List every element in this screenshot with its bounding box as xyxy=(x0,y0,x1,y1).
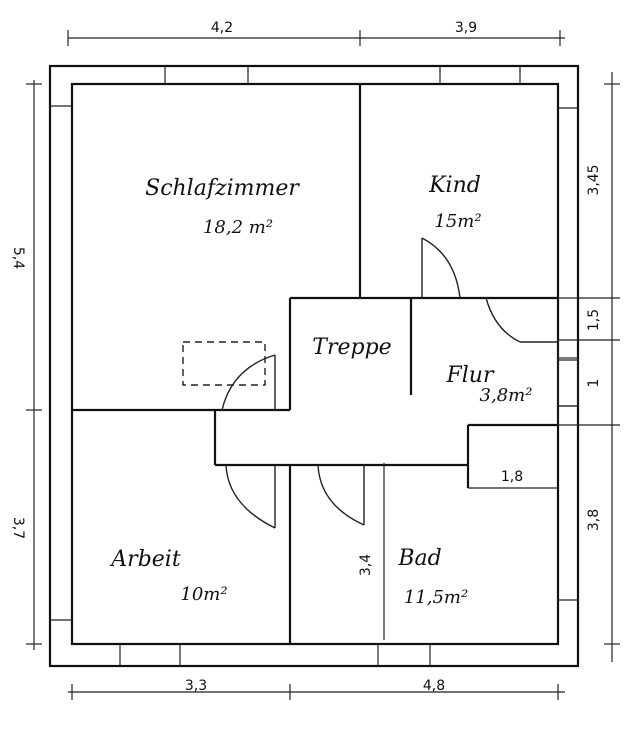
room-flur-area: 3,8m² xyxy=(480,385,533,406)
room-kind-area: 15m² xyxy=(434,211,481,232)
dim-top-right: 3,9 xyxy=(455,20,477,36)
flur-window xyxy=(557,357,579,407)
room-arbeit-name: Arbeit xyxy=(109,547,181,572)
dimension-lines xyxy=(26,30,620,700)
room-kind-name: Kind xyxy=(428,173,481,198)
room-labels: Schlafzimmer 18,2 m² Kind 15m² Treppe Fl… xyxy=(109,173,532,608)
dim-right-1: 3,45 xyxy=(586,164,602,195)
room-schlafzimmer-area: 18,2 m² xyxy=(203,217,273,238)
room-bad-name: Bad xyxy=(397,546,441,571)
window-marks xyxy=(50,66,578,666)
dim-right-2: 1,5 xyxy=(586,309,602,331)
room-schlafzimmer-name: Schlafzimmer xyxy=(145,176,300,201)
shaft-box xyxy=(182,341,266,386)
dimension-labels: 4,2 3,9 3,3 4,8 5,4 3,7 3,45 1,5 1 3,8 1… xyxy=(10,20,602,694)
dim-left-upper: 5,4 xyxy=(10,247,26,269)
dim-left-lower: 3,7 xyxy=(10,517,26,539)
interior-walls xyxy=(72,84,579,644)
room-arbeit-area: 10m² xyxy=(180,584,227,605)
door-flur-arc xyxy=(485,297,521,343)
dim-bottom-left: 3,3 xyxy=(185,678,207,694)
room-flur-name: Flur xyxy=(446,363,495,388)
door-schlaf-arc xyxy=(221,354,276,411)
dim-right-4: 3,8 xyxy=(586,509,602,531)
door-arbeit-arc xyxy=(225,464,276,529)
outer-walls xyxy=(48,64,580,668)
room-bad-area: 11,5m² xyxy=(404,587,468,608)
room-treppe-name: Treppe xyxy=(312,335,391,360)
dim-top-left: 4,2 xyxy=(211,20,233,36)
doors xyxy=(221,237,558,529)
dim-bad-height: 3,4 xyxy=(358,554,374,576)
outer-wall-outer-line xyxy=(48,64,580,668)
dim-right-3: 1 xyxy=(586,379,602,388)
dim-flur-step: 1,8 xyxy=(501,469,523,485)
dim-bottom-right: 4,8 xyxy=(423,678,445,694)
door-bad-arc xyxy=(317,464,365,526)
door-kind-arc xyxy=(421,237,461,299)
